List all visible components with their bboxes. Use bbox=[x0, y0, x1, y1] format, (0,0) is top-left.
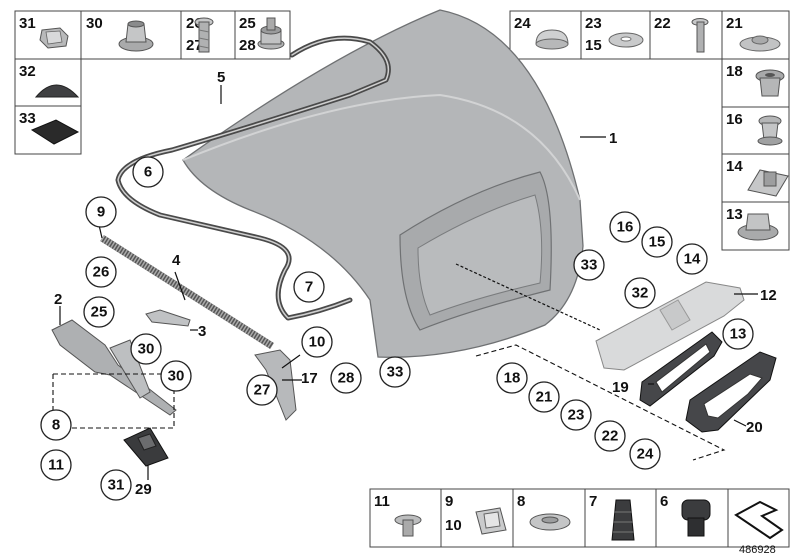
torx-bolt-icon bbox=[394, 514, 422, 537]
callout-33: 33 bbox=[387, 364, 404, 381]
callout-32: 32 bbox=[632, 285, 649, 302]
legend-label-18: 18 bbox=[726, 63, 743, 80]
gasket-20 bbox=[685, 351, 777, 433]
grommet-icon bbox=[755, 69, 785, 97]
legend-label-22: 22 bbox=[654, 15, 671, 32]
trunk-lid bbox=[182, 9, 584, 358]
callout-16: 16 bbox=[617, 219, 634, 236]
callout-2: 2 bbox=[54, 291, 62, 308]
legend-label-30: 30 bbox=[86, 15, 103, 32]
bracket-pad bbox=[123, 427, 169, 467]
callout-8: 8 bbox=[52, 417, 60, 434]
nut-icon bbox=[118, 20, 154, 52]
spacer-washer-icon bbox=[529, 513, 571, 531]
legend-label-24: 24 bbox=[514, 15, 531, 32]
gas-spring bbox=[100, 235, 274, 349]
foam-pad-icon bbox=[30, 119, 80, 145]
callouts: 1 2 3 4 5 12 17 19 20 29 6 7 8 9 10 11 1… bbox=[40, 69, 777, 501]
legend-label-25: 25 bbox=[239, 15, 256, 32]
legend-label-23: 23 bbox=[585, 15, 602, 32]
callout-1: 1 bbox=[609, 130, 617, 147]
legend-label-21: 21 bbox=[726, 15, 743, 32]
callout-14: 14 bbox=[684, 251, 701, 268]
legend-label-11: 11 bbox=[374, 493, 390, 510]
callout-27: 27 bbox=[254, 382, 271, 399]
washer-flat-icon bbox=[739, 35, 781, 52]
legend-label-13: 13 bbox=[726, 206, 743, 223]
legend-label-33: 33 bbox=[19, 110, 36, 127]
legend-top-right: 24 23 15 22 21 18 16 14 13 bbox=[509, 10, 790, 251]
callout-20: 20 bbox=[746, 419, 763, 436]
washer-icon bbox=[608, 32, 644, 48]
callout-5: 5 bbox=[217, 69, 225, 86]
legend-label-14: 14 bbox=[726, 158, 743, 175]
callout-25: 25 bbox=[91, 304, 108, 321]
callout-21: 21 bbox=[536, 389, 553, 406]
gasket-19 bbox=[639, 331, 723, 407]
legend-label-16: 16 bbox=[726, 111, 743, 128]
callout-26: 26 bbox=[93, 264, 110, 281]
legend-label-15: 15 bbox=[585, 37, 602, 54]
legend-label-6: 6 bbox=[660, 493, 668, 510]
callout-30: 30 bbox=[168, 368, 185, 385]
callout-28: 28 bbox=[338, 370, 355, 387]
legend-label-32: 32 bbox=[19, 63, 36, 80]
callout-31: 31 bbox=[108, 477, 125, 494]
callout-13: 13 bbox=[730, 326, 747, 343]
callout-15: 15 bbox=[649, 234, 666, 251]
callout-19: 19 bbox=[612, 379, 629, 396]
callout-17: 17 bbox=[301, 370, 318, 387]
flange-nut-icon bbox=[737, 213, 779, 241]
bolt-icon bbox=[691, 18, 709, 53]
callout-7: 7 bbox=[305, 279, 313, 296]
callout-3: 3 bbox=[198, 323, 206, 340]
leader-lines bbox=[59, 85, 758, 480]
callout-30: 30 bbox=[138, 341, 155, 358]
callout-11: 11 bbox=[48, 457, 64, 474]
callout-18: 18 bbox=[504, 370, 521, 387]
callout-33: 33 bbox=[581, 257, 598, 274]
wedge-pad-icon bbox=[734, 500, 784, 540]
callout-12: 12 bbox=[760, 287, 777, 304]
grommet-screw-icon bbox=[757, 115, 783, 146]
handle-cover bbox=[595, 281, 745, 371]
callout-24: 24 bbox=[637, 446, 654, 463]
plug-icon bbox=[34, 84, 80, 98]
legend-label-9: 9 bbox=[445, 493, 453, 510]
legend-label-28: 28 bbox=[239, 37, 256, 54]
legend-label-7: 7 bbox=[589, 493, 597, 510]
legend-bottom-right: 11 9 10 8 7 6 bbox=[369, 488, 790, 548]
spring-clip-icon bbox=[475, 507, 507, 535]
clip-icon bbox=[39, 27, 69, 49]
callout-29: 29 bbox=[135, 481, 152, 498]
callout-4: 4 bbox=[172, 252, 181, 269]
legend-label-10: 10 bbox=[445, 517, 462, 534]
callout-10: 10 bbox=[309, 334, 326, 351]
callout-23: 23 bbox=[568, 407, 585, 424]
cap-icon bbox=[535, 29, 569, 50]
hex-bolt-icon bbox=[257, 17, 285, 50]
callout-6: 6 bbox=[144, 164, 152, 181]
weatherstrip-seal bbox=[115, 35, 391, 321]
rubber-stop-icon bbox=[681, 499, 711, 537]
legend-label-8: 8 bbox=[517, 493, 525, 510]
legend-label-31: 31 bbox=[19, 15, 36, 32]
legend-top-left: 31 30 26 27 25 28 32 33 bbox=[14, 10, 291, 155]
callout-9: 9 bbox=[97, 204, 105, 221]
callout-22: 22 bbox=[602, 428, 619, 445]
buffer-icon bbox=[611, 499, 635, 541]
screw-icon bbox=[194, 17, 214, 53]
diagram-id: 486928 bbox=[739, 544, 776, 556]
speed-nut-icon bbox=[747, 169, 789, 197]
